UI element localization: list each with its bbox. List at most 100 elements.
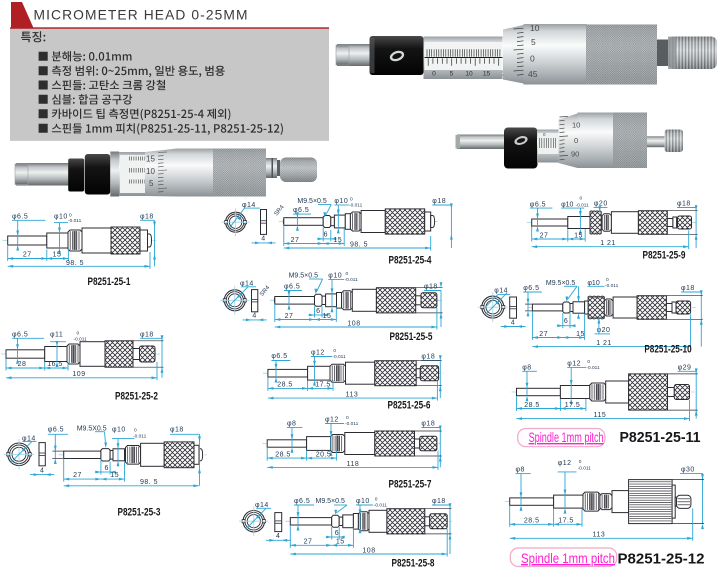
svg-text:φ6.5: φ6.5	[48, 427, 64, 434]
svg-text:6: 6	[316, 308, 320, 315]
svg-text:6: 6	[564, 318, 568, 325]
svg-text:φ10: φ10	[328, 273, 342, 280]
svg-text:-0.011: -0.011	[349, 203, 363, 209]
svg-text:φ18: φ18	[170, 427, 184, 434]
svg-text:-0.011: -0.011	[345, 277, 359, 283]
svg-text:5: 5	[531, 37, 536, 47]
svg-text:Spindle 1mm pitch: Spindle 1mm pitch	[521, 550, 615, 566]
svg-text:27: 27	[291, 237, 300, 244]
svg-text:-0.011: -0.011	[578, 466, 592, 472]
svg-text:27: 27	[539, 331, 548, 338]
svg-text:4: 4	[276, 533, 280, 540]
svg-text:P8251-25-9: P8251-25-9	[643, 250, 686, 262]
svg-text:0: 0	[350, 197, 353, 203]
svg-text:φ14: φ14	[240, 281, 254, 288]
svg-text:-0.011: -0.011	[332, 354, 346, 360]
svg-text:4: 4	[261, 236, 265, 243]
svg-text:φ14: φ14	[22, 435, 36, 442]
svg-text:6: 6	[104, 465, 108, 472]
svg-text:4: 4	[511, 319, 515, 326]
svg-text:15: 15	[336, 539, 345, 546]
svg-text:P8251-25-7: P8251-25-7	[389, 479, 432, 491]
svg-text:φ6.5: φ6.5	[530, 202, 546, 209]
svg-text:27: 27	[540, 232, 549, 239]
svg-text:10: 10	[572, 121, 580, 130]
svg-text:φ18: φ18	[140, 332, 154, 339]
svg-text:15: 15	[333, 237, 342, 244]
svg-text:17.5: 17.5	[315, 381, 331, 388]
svg-text:φ10: φ10	[334, 198, 348, 205]
svg-text:φ6.5: φ6.5	[12, 214, 28, 221]
svg-text:φ18: φ18	[421, 354, 435, 361]
svg-text:-0.011: -0.011	[586, 365, 600, 371]
svg-text:27: 27	[285, 313, 294, 320]
svg-text:4: 4	[252, 313, 256, 320]
svg-text:φ18: φ18	[432, 498, 446, 505]
svg-text:98. 5: 98. 5	[66, 260, 84, 267]
svg-text:P8251-25-2: P8251-25-2	[115, 391, 158, 403]
svg-text:M9.5X0.5: M9.5X0.5	[77, 426, 107, 433]
svg-text:M9.5×0.5: M9.5×0.5	[316, 498, 345, 505]
svg-text:15: 15	[574, 232, 583, 239]
svg-text:6: 6	[335, 530, 339, 537]
svg-text:φ12: φ12	[325, 417, 339, 424]
svg-text:P8251-25-4: P8251-25-4	[389, 255, 433, 267]
svg-text:φ10: φ10	[587, 280, 599, 287]
svg-text:φ8: φ8	[516, 467, 525, 474]
svg-text:115: 115	[594, 412, 607, 419]
svg-text:0: 0	[346, 271, 349, 277]
svg-text:φ6.5: φ6.5	[12, 332, 28, 339]
svg-text:6: 6	[324, 232, 328, 239]
svg-text:10: 10	[146, 167, 155, 176]
svg-text:P8251-25-5: P8251-25-5	[390, 331, 433, 343]
svg-text:P8251-25-6: P8251-25-6	[388, 400, 431, 412]
svg-text:φ18: φ18	[432, 198, 446, 205]
svg-text:90: 90	[571, 150, 579, 159]
svg-text:15: 15	[53, 252, 62, 259]
svg-text:0: 0	[587, 359, 590, 365]
svg-text:-0.011: -0.011	[74, 337, 88, 343]
svg-text:0: 0	[333, 348, 336, 354]
svg-text:0: 0	[579, 459, 582, 465]
svg-text:φ30: φ30	[681, 467, 695, 474]
svg-text:0: 0	[543, 132, 546, 137]
svg-text:φ8: φ8	[287, 421, 296, 428]
svg-text:φ20: φ20	[597, 327, 611, 334]
svg-text:28.5: 28.5	[277, 381, 293, 388]
svg-text:SR4: SR4	[259, 284, 272, 297]
svg-text:0: 0	[580, 196, 583, 202]
svg-text:-0.011: -0.011	[345, 421, 359, 427]
svg-text:φ18: φ18	[421, 421, 435, 428]
svg-text:φ29: φ29	[678, 364, 692, 371]
svg-text:0: 0	[574, 136, 578, 145]
svg-text:-0.011: -0.011	[576, 203, 590, 209]
svg-text:10: 10	[530, 23, 540, 33]
svg-text:φ12: φ12	[558, 460, 572, 467]
svg-text:45: 45	[528, 69, 538, 79]
svg-text:28.5: 28.5	[524, 518, 540, 525]
svg-text:φ18: φ18	[681, 285, 695, 292]
svg-text:φ6.5: φ6.5	[271, 353, 287, 360]
svg-text:φ18: φ18	[424, 284, 438, 291]
svg-text:5: 5	[450, 71, 454, 78]
svg-text:0: 0	[375, 497, 378, 503]
svg-text:P8251-25-11: P8251-25-11	[620, 430, 701, 446]
svg-text:15: 15	[146, 155, 155, 164]
svg-text:118: 118	[347, 461, 360, 468]
svg-text:φ8: φ8	[522, 364, 531, 371]
svg-text:φ6.5: φ6.5	[284, 284, 300, 291]
svg-text:φ6.5: φ6.5	[294, 498, 310, 505]
svg-text:0: 0	[134, 428, 137, 434]
svg-text:-0.011: -0.011	[374, 503, 388, 509]
svg-text:φ10: φ10	[561, 202, 573, 209]
svg-text:-0.011: -0.011	[68, 218, 82, 224]
svg-text:28: 28	[18, 361, 27, 368]
svg-text:φ6.5: φ6.5	[523, 285, 539, 292]
svg-text:15: 15	[110, 472, 119, 479]
svg-text:27: 27	[23, 252, 32, 259]
svg-text:M9.5×0.5: M9.5×0.5	[546, 280, 575, 287]
svg-text:15: 15	[483, 71, 491, 78]
svg-text:φ12: φ12	[567, 361, 581, 368]
svg-text:17.5: 17.5	[565, 402, 581, 409]
svg-text:φ14: φ14	[255, 502, 269, 509]
